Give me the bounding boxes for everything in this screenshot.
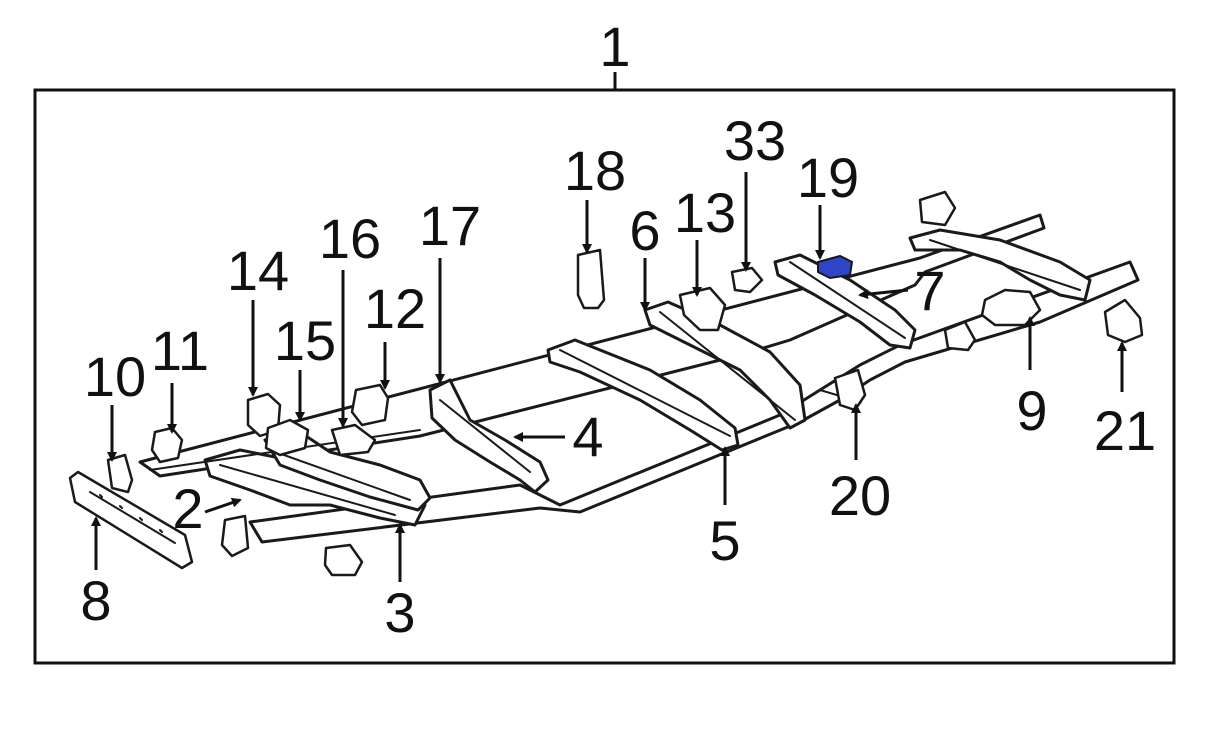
callout-19: 19 [797, 146, 859, 209]
callout-10: 10 [84, 345, 146, 408]
bracket-front-3 [323, 543, 364, 577]
callout-arrows [91, 172, 1127, 582]
bracket-21 [1103, 298, 1144, 344]
bracket-rear-top [918, 190, 957, 227]
mount-11 [150, 426, 184, 464]
callout-labels: 1 2 3 4 5 6 7 8 9 10 11 12 13 14 15 16 1… [80, 15, 1156, 644]
callout-7: 7 [914, 259, 945, 322]
frame-assembly-drawing [68, 190, 1144, 577]
bracket-13 [678, 286, 727, 332]
bracket-rear-mid [943, 320, 977, 352]
bracket-16 [330, 423, 377, 457]
callout-14: 14 [227, 239, 289, 302]
bumper-bar-holes [89, 491, 176, 544]
callout-2: 2 [172, 477, 203, 540]
callout-1: 1 [599, 15, 630, 78]
callout-15: 15 [274, 309, 336, 372]
callout-16: 16 [319, 207, 381, 270]
bracket-15 [264, 418, 310, 457]
callout-4: 4 [572, 405, 603, 468]
assembly-border [33, 88, 1176, 665]
callout-6: 6 [629, 199, 660, 262]
callout-18: 18 [564, 139, 626, 202]
callout-33: 33 [724, 109, 786, 172]
callout-9: 9 [1016, 379, 1047, 442]
bracket-front-2 [220, 514, 250, 558]
bracket-10 [106, 453, 134, 494]
mount-12 [350, 383, 390, 427]
callout-5: 5 [709, 509, 740, 572]
right-side-rail [248, 260, 1140, 544]
callout-3: 3 [384, 581, 415, 644]
highlighted-part-19 [817, 254, 854, 280]
callout-20: 20 [829, 464, 891, 527]
pad-18 [576, 248, 606, 310]
callout-8: 8 [80, 569, 111, 632]
callout-13: 13 [674, 181, 736, 244]
callout-21: 21 [1094, 399, 1156, 462]
callout-17: 17 [419, 194, 481, 257]
callout-11: 11 [151, 319, 209, 382]
bracket-20 [833, 368, 867, 412]
mount-33 [730, 266, 764, 294]
callout-12: 12 [364, 277, 426, 340]
